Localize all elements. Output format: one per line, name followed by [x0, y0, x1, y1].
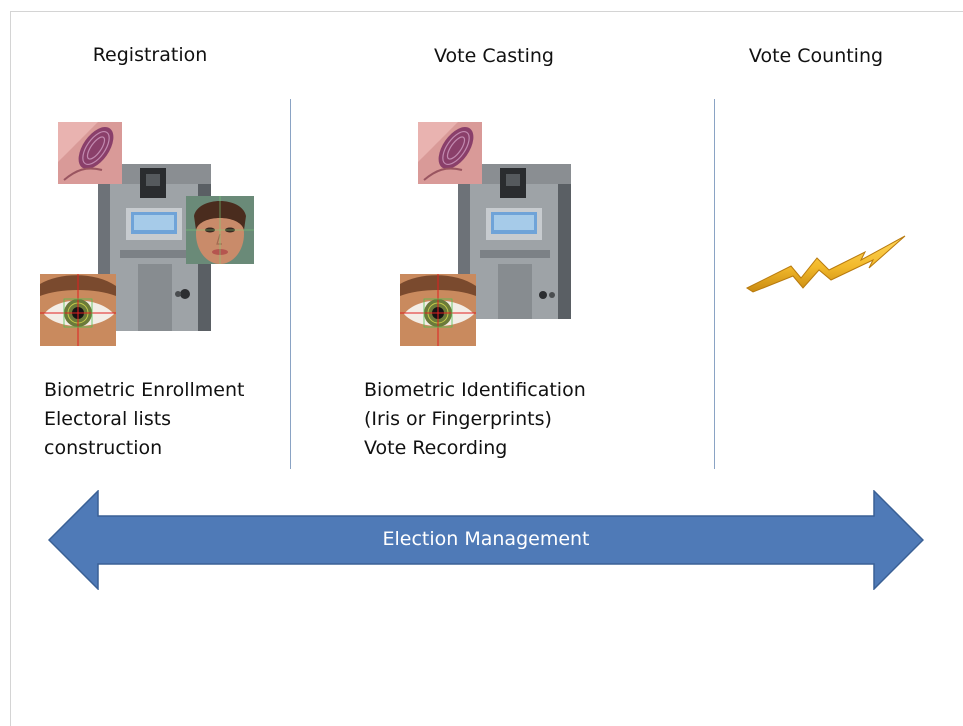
registration-description: Biometric Enrollment Electoral lists con… [44, 376, 244, 463]
voting-machine-photo [98, 164, 211, 331]
registration-line-1: Biometric Enrollment [44, 379, 245, 401]
vote-casting-line-2: (Iris or Fingerprints) [364, 408, 552, 430]
vote-casting-title: Vote Casting [434, 45, 554, 67]
election-management-arrow [48, 490, 924, 590]
machine-knob [534, 287, 562, 303]
iris-photo [400, 274, 476, 346]
fingerprint-photo [58, 122, 122, 184]
registration-line-3: construction [44, 437, 163, 459]
fingerprint-photo [418, 122, 482, 184]
lightning-bolt-icon [746, 235, 906, 293]
vote-casting-description: Biometric Identification (Iris or Finger… [364, 376, 586, 463]
vote-counting-title: Vote Counting [748, 45, 884, 67]
iris-photo [40, 274, 116, 346]
registration-collage [40, 122, 260, 347]
arrow-label: Election Management [382, 528, 590, 550]
column-divider-1 [290, 99, 291, 469]
registration-line-2: Electoral lists [44, 408, 172, 430]
vote-casting-line-3: Vote Recording [364, 437, 508, 459]
registration-title: Registration [92, 44, 208, 66]
frame-border-left [10, 11, 11, 726]
frame-border-top [10, 11, 963, 12]
vote-casting-collage [400, 122, 580, 347]
face-photo [186, 196, 254, 264]
column-divider-2 [714, 99, 715, 469]
vote-casting-line-1: Biometric Identification [364, 379, 586, 401]
